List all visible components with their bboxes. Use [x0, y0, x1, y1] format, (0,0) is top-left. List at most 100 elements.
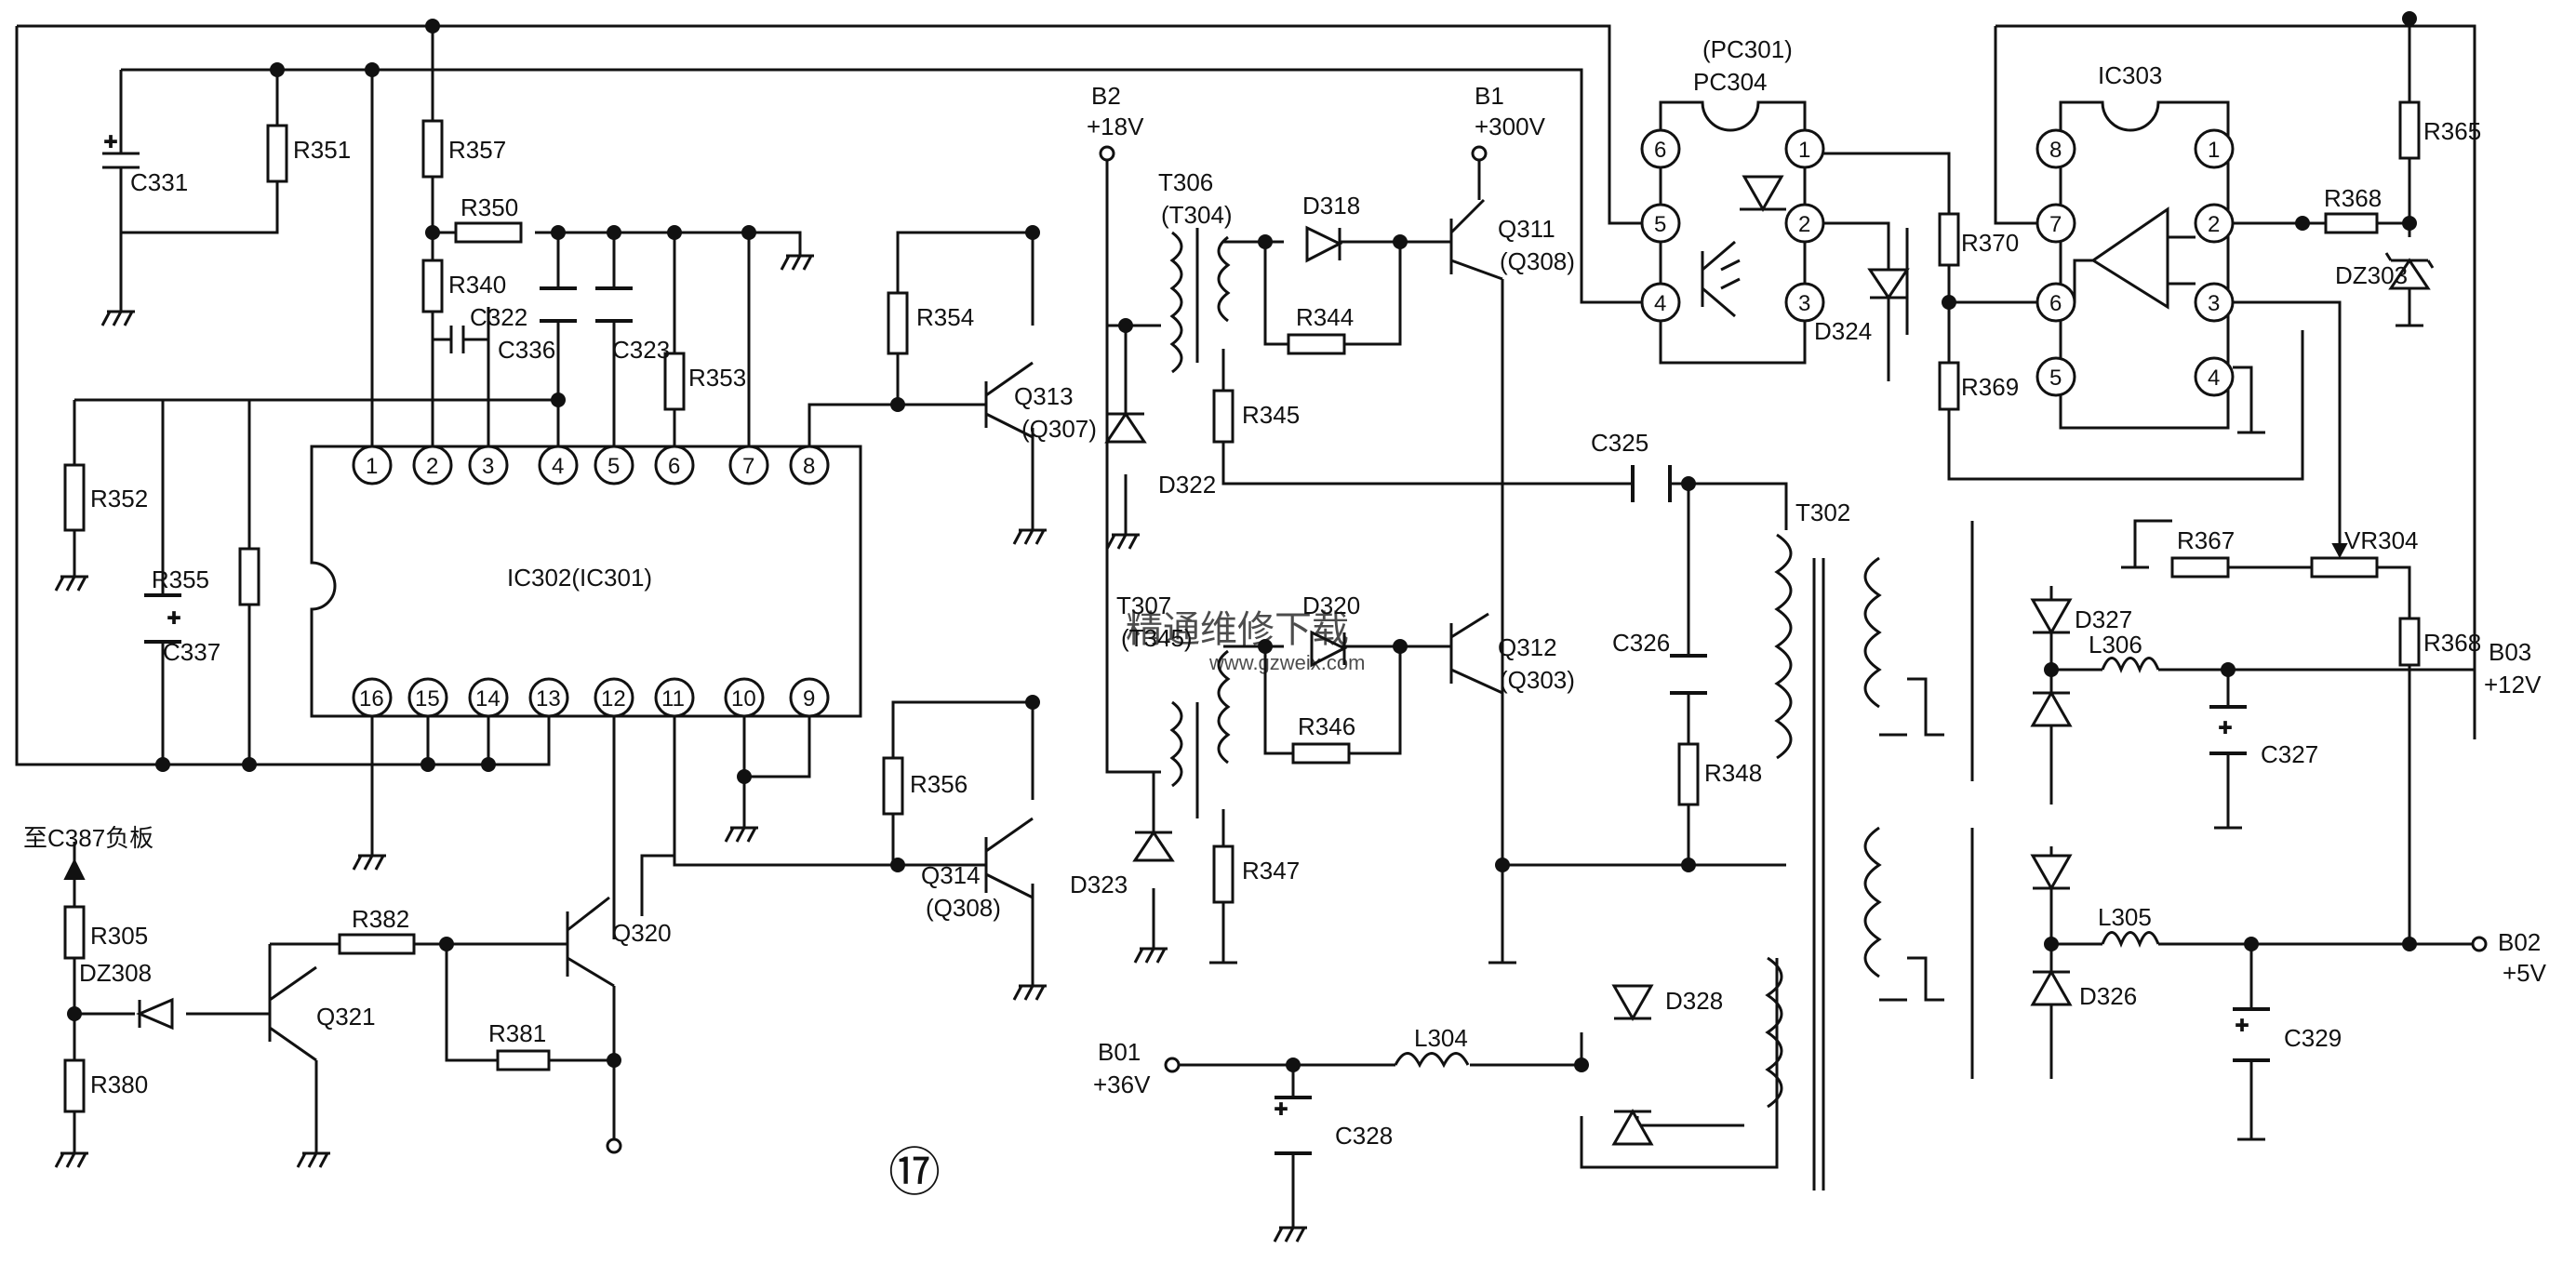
resistor-r382 — [338, 933, 416, 955]
b1-voltage: +300V — [1475, 113, 1546, 140]
svg-text:D324: D324 — [1814, 317, 1872, 345]
resistor-r355 — [238, 547, 260, 606]
resistor-r352 — [63, 463, 86, 532]
ic303-label: IC303 — [2098, 61, 2162, 89]
svg-text:3: 3 — [482, 454, 494, 479]
svg-text:8: 8 — [2049, 138, 2062, 163]
junctions — [67, 11, 2417, 1072]
b1-name: B1 — [1475, 82, 1504, 110]
svg-text:R350: R350 — [460, 193, 518, 221]
svg-text:Q320: Q320 — [612, 919, 672, 947]
b03-name: B03 — [2489, 638, 2531, 666]
watermark-url: www.gzweix.com — [1208, 651, 1365, 674]
resistor-r367 — [2170, 556, 2230, 579]
diodes: D318 D322 D320 D323 D324 DZ303 D327 D326… — [79, 192, 2435, 1146]
net-labels: B2 +18V B1 +300V B03 +12V B02 +5V B01 +3… — [23, 82, 2547, 1154]
figure-number: ⑰ — [888, 1143, 941, 1204]
svg-text:(Q303): (Q303) — [1500, 666, 1575, 694]
svg-text:C326: C326 — [1612, 629, 1670, 657]
svg-text:6: 6 — [1654, 138, 1666, 163]
svg-text:4: 4 — [2208, 366, 2220, 391]
svg-text:13: 13 — [536, 686, 561, 712]
svg-text:7: 7 — [742, 454, 754, 479]
svg-text:2: 2 — [1798, 212, 1810, 237]
svg-text:R351: R351 — [293, 136, 351, 164]
resistor-r368-mid — [2398, 617, 2421, 667]
svg-text:R369: R369 — [1961, 373, 2019, 401]
svg-text:R346: R346 — [1298, 712, 1355, 740]
svg-text:D322: D322 — [1158, 471, 1216, 499]
svg-text:1: 1 — [1798, 138, 1810, 163]
svg-text:R370: R370 — [1961, 229, 2019, 257]
svg-text:R368: R368 — [2324, 184, 2382, 212]
svg-text:(Q308): (Q308) — [926, 894, 1001, 922]
svg-text:C327: C327 — [2261, 740, 2318, 768]
svg-text:(Q308): (Q308) — [1500, 247, 1575, 275]
resistor-r380 — [63, 1058, 86, 1113]
svg-text:R340: R340 — [448, 271, 506, 299]
ic302-pins-top: 1 2 3 4 5 6 7 8 — [352, 445, 830, 486]
svg-text:+: + — [1275, 1097, 1288, 1122]
b02-voltage: +5V — [2503, 959, 2547, 987]
svg-text:R355: R355 — [152, 565, 209, 593]
svg-text:R344: R344 — [1296, 303, 1354, 331]
svg-text:R380: R380 — [90, 1071, 148, 1098]
pc304-label: PC304 — [1693, 68, 1768, 96]
resistor-r344 — [1287, 333, 1346, 355]
vr304-potentiometer: VR304 — [2310, 521, 2419, 579]
svg-text:C337: C337 — [163, 638, 220, 666]
resistor-r370 — [1938, 212, 1960, 267]
inductors: L306 L305 L304 — [1394, 631, 2160, 1069]
svg-text:1: 1 — [366, 454, 378, 479]
ic302: IC302(IC301) 1 2 3 4 5 6 7 8 16 15 14 13… — [310, 445, 862, 718]
svg-text:R352: R352 — [90, 485, 148, 512]
b01-voltage: +36V — [1093, 1071, 1151, 1098]
svg-text:9: 9 — [803, 686, 815, 712]
svg-text:8: 8 — [803, 454, 815, 479]
svg-text:D320: D320 — [1302, 592, 1360, 619]
svg-text:3: 3 — [1798, 291, 1810, 316]
svg-text:5: 5 — [2049, 366, 2062, 391]
resistor-r354 — [887, 291, 909, 355]
svg-text:5: 5 — [1654, 212, 1666, 237]
svg-text:14: 14 — [475, 686, 501, 712]
svg-text:DZ308: DZ308 — [79, 959, 152, 987]
svg-text:2: 2 — [426, 454, 438, 479]
svg-text:R357: R357 — [448, 136, 506, 164]
svg-text:R367: R367 — [2177, 526, 2235, 554]
transistors: Q313 (Q307) Q314 (Q308) Q311 (Q308) Q312… — [268, 198, 1575, 1062]
svg-text:C323: C323 — [612, 336, 670, 364]
resistor-r357 — [421, 119, 444, 179]
svg-text:(T304): (T304) — [1161, 201, 1233, 229]
svg-text:D318: D318 — [1302, 192, 1360, 219]
svg-text:D327: D327 — [2075, 605, 2132, 633]
svg-text:T306: T306 — [1158, 168, 1213, 196]
svg-text:D328: D328 — [1665, 987, 1723, 1015]
svg-text:C329: C329 — [2284, 1024, 2342, 1052]
svg-text:12: 12 — [601, 686, 626, 712]
svg-text:R354: R354 — [916, 303, 974, 331]
svg-text:C328: C328 — [1335, 1122, 1393, 1150]
resistor-r345 — [1212, 389, 1235, 444]
resistor-r351 — [266, 124, 288, 183]
transformers: T306 (T304) T307 (T345) T302 — [1116, 168, 1944, 1191]
svg-text:L304: L304 — [1414, 1024, 1468, 1052]
opamp-symbol — [2090, 206, 2169, 310]
svg-text:6: 6 — [668, 454, 680, 479]
svg-text:Q314: Q314 — [921, 861, 981, 889]
resistor-r369 — [1938, 361, 1960, 411]
resistor-r340 — [421, 259, 444, 313]
svg-text:4: 4 — [552, 454, 564, 479]
svg-text:11: 11 — [661, 686, 685, 712]
resistor-r353 — [663, 352, 686, 411]
svg-text:R381: R381 — [488, 1019, 546, 1047]
svg-text:T307: T307 — [1116, 592, 1171, 619]
svg-text:10: 10 — [731, 686, 756, 712]
svg-text:L305: L305 — [2098, 903, 2152, 931]
ic302-pins-bottom: 16 15 14 13 12 11 10 9 — [352, 677, 830, 718]
svg-text:+: + — [167, 605, 180, 631]
b02-name: B02 — [2498, 928, 2541, 956]
svg-text:C336: C336 — [498, 336, 555, 364]
svg-text:Q312: Q312 — [1498, 633, 1557, 661]
